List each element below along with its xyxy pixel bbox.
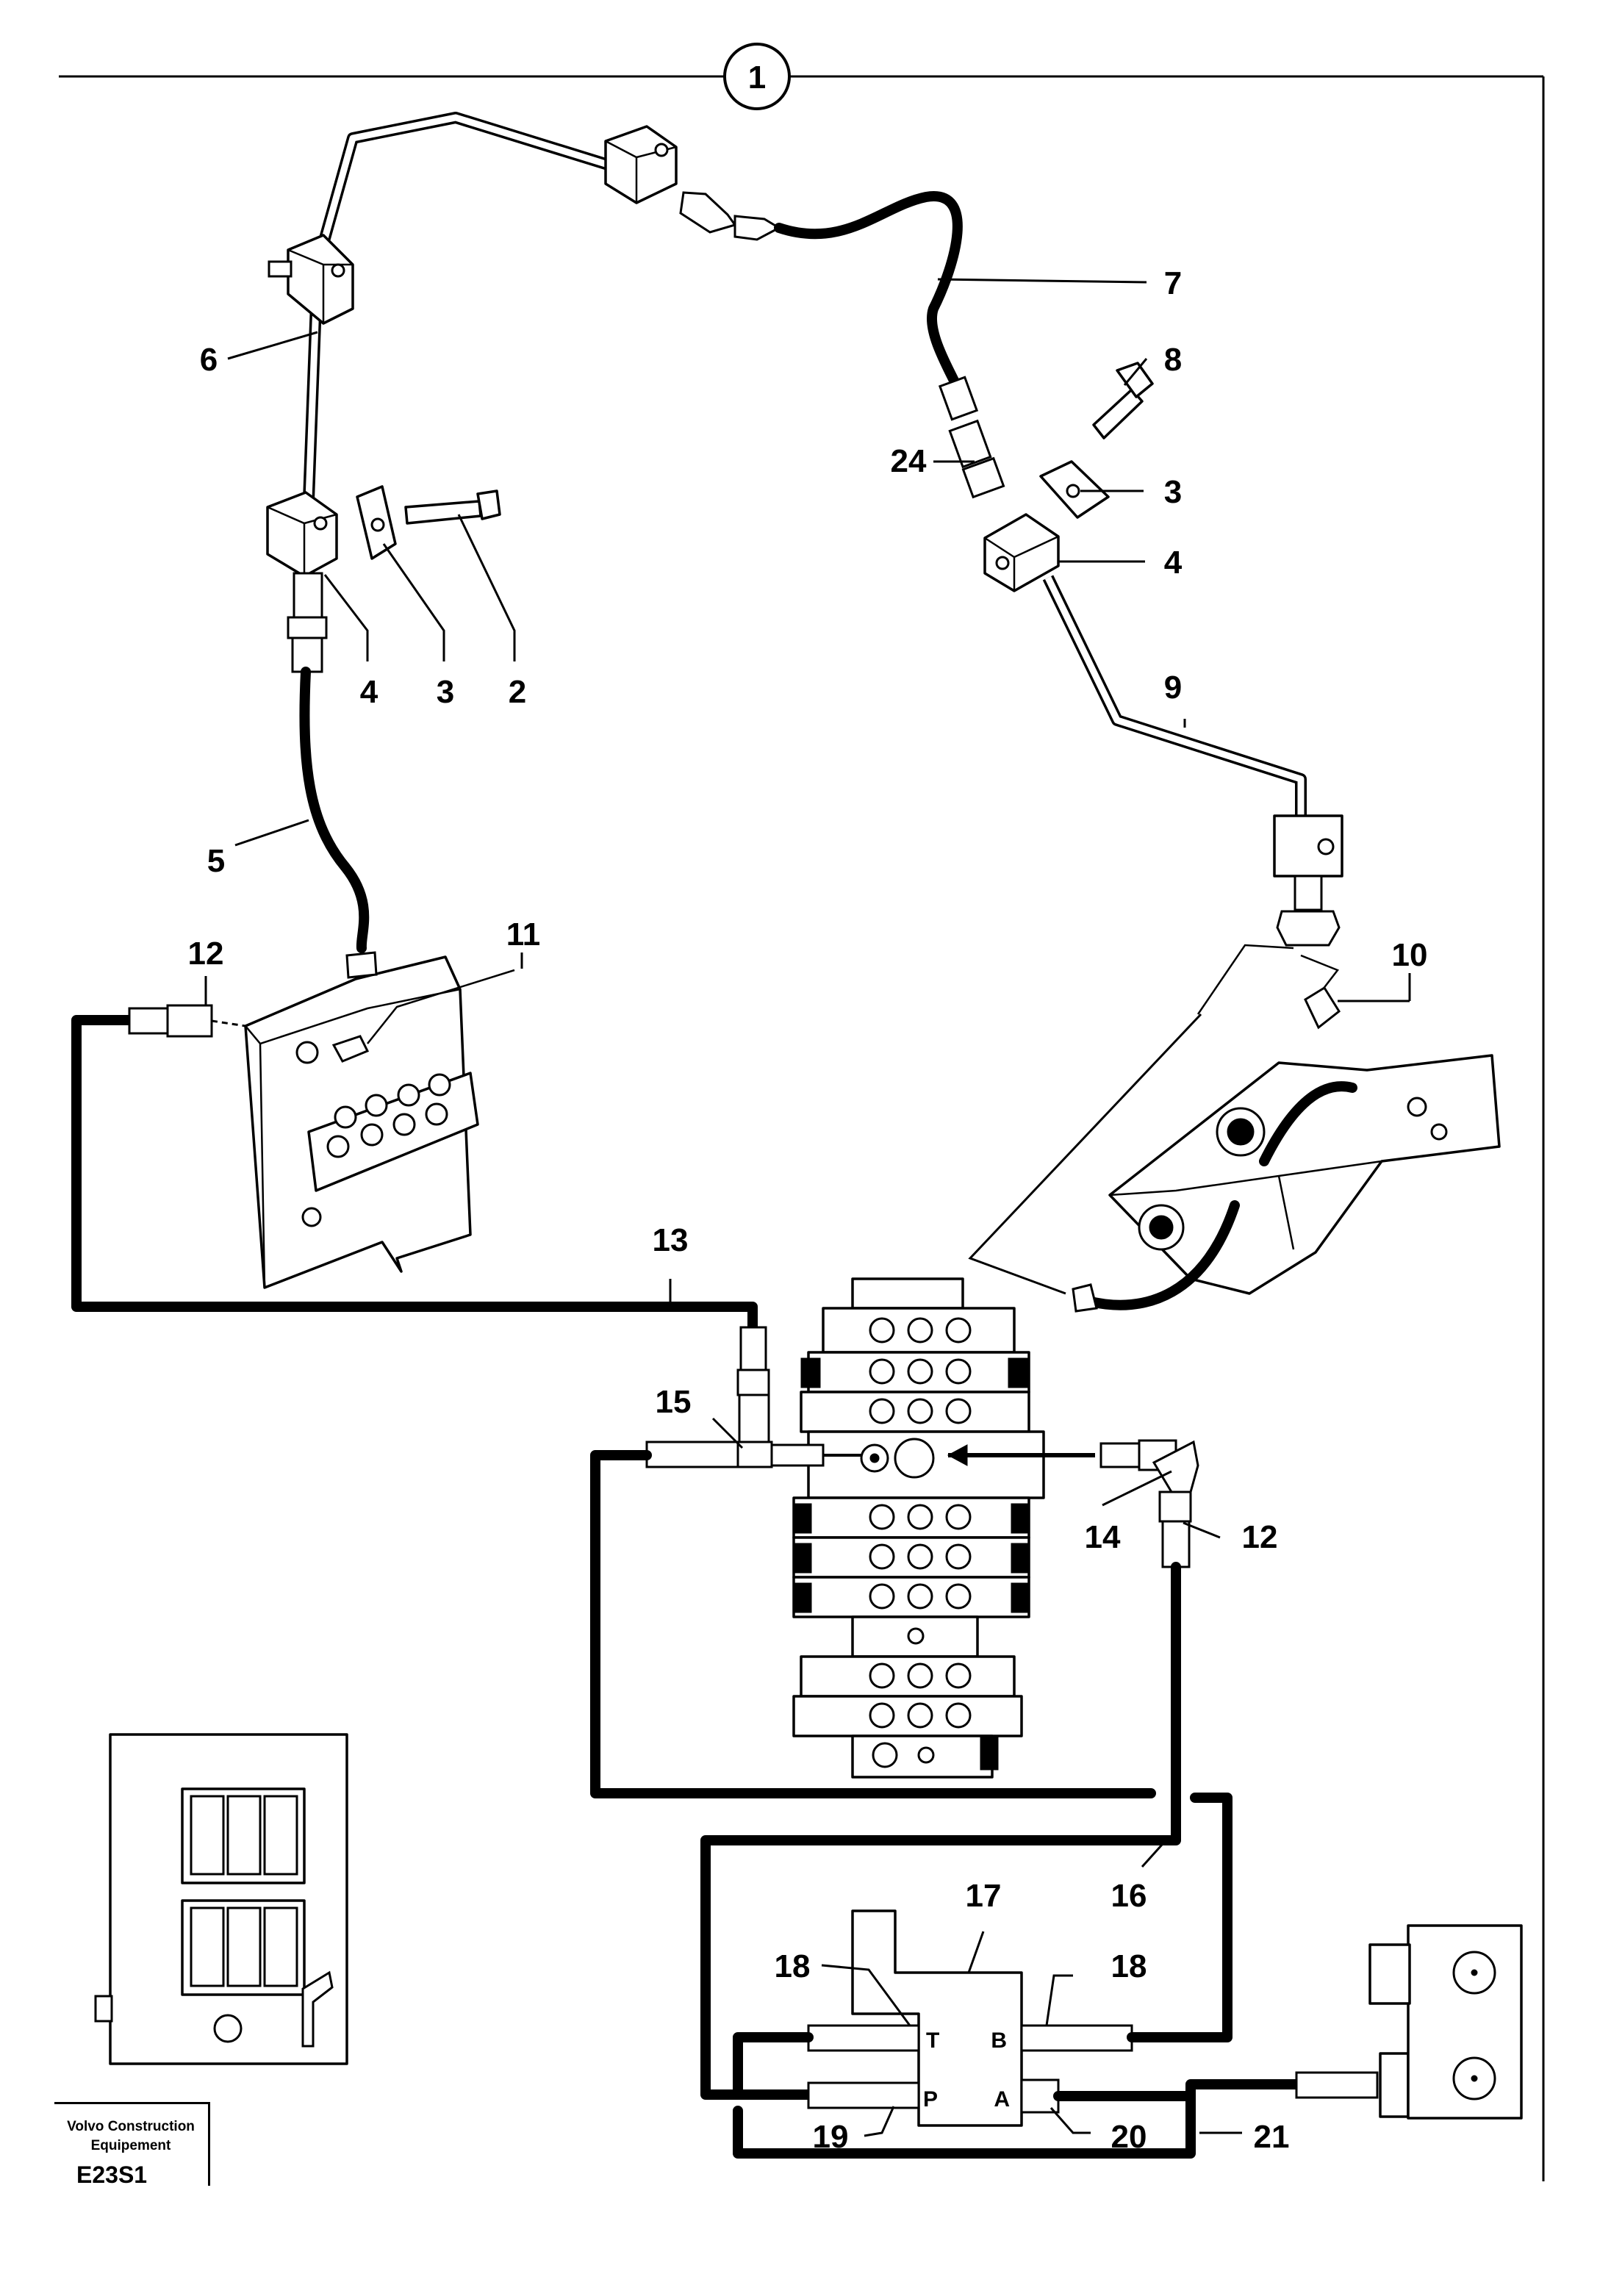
frame	[59, 75, 1545, 2181]
bolt-8	[1092, 362, 1154, 440]
callout-label: 2	[509, 674, 526, 710]
callout-label: 18	[1111, 1948, 1147, 1984]
callout-label: 18	[775, 1948, 811, 1984]
hose-5	[299, 667, 370, 953]
callout-label: 4	[360, 674, 378, 710]
frame-number: 1	[748, 60, 766, 96]
plate-3-right	[1039, 460, 1110, 519]
title-block: Volvo Construction Equipement E23S1	[54, 2102, 210, 2188]
callout-label: 20	[1111, 2119, 1147, 2155]
hose-13	[71, 1015, 770, 1396]
frame-number-badge: 1	[723, 43, 791, 110]
selector-valve-17: T P B A	[807, 1909, 1133, 2127]
callout-label: 8	[1164, 342, 1182, 378]
callout-label: 24	[891, 443, 927, 479]
callout-label: 21	[1254, 2119, 1290, 2155]
clamp-right-low	[1273, 814, 1343, 947]
port-t-label: T	[926, 2028, 939, 2053]
company-name: Volvo Construction Equipement	[67, 2119, 195, 2153]
hose-16	[700, 1562, 1181, 2100]
callout-label: 12	[188, 936, 224, 972]
fitting-12-left	[128, 1004, 246, 1038]
leader-lines	[204, 278, 1411, 2137]
drawing-code: E23S1	[76, 2162, 148, 2188]
hoses-valve-17	[733, 1793, 1302, 2159]
port-a-label: A	[994, 2087, 1010, 2112]
plate-3-left	[356, 485, 397, 560]
callout-label: 14	[1085, 1519, 1121, 1555]
quick-coupler	[968, 1013, 1501, 1313]
callout-label: 3	[437, 674, 454, 710]
callout-label: 12	[1242, 1519, 1278, 1555]
callout-label: 3	[1164, 474, 1182, 510]
callout-label: 6	[200, 342, 218, 378]
clamp-4-right	[983, 513, 1060, 592]
callout-label: 17	[966, 1878, 1002, 1914]
motor-unit	[1295, 1924, 1523, 2120]
port-p-label: P	[923, 2087, 938, 2112]
callout-label: 19	[813, 2119, 849, 2155]
pipe-9	[1042, 575, 1307, 816]
callout-label: 10	[1392, 937, 1428, 973]
pilot-control-block	[244, 951, 515, 1289]
port-b-label: B	[991, 2028, 1007, 2053]
bolt-2	[404, 489, 501, 525]
callout-label: 5	[207, 843, 225, 879]
callout-label: 9	[1164, 670, 1182, 706]
clamp-top-center	[604, 125, 678, 204]
callout-labels: 2 3 4 5 6 7 8 24 3 4 9 10 11 12 13 15 14…	[188, 265, 1428, 2155]
pipe-6	[303, 112, 642, 501]
fitting-24	[938, 376, 1005, 499]
tee-14	[947, 1439, 1199, 1568]
clamp-4-left	[266, 491, 338, 578]
clamp-upper-left	[268, 234, 354, 325]
callout-label: 11	[506, 916, 541, 953]
switch-panel	[94, 1733, 348, 2065]
callout-label: 7	[1164, 265, 1182, 301]
callout-label: 16	[1111, 1878, 1147, 1914]
hose-7	[774, 191, 963, 389]
callout-label: 13	[653, 1222, 689, 1258]
main-control-valve	[792, 1277, 1045, 1779]
callout-label: 4	[1164, 545, 1183, 581]
coupling-left	[287, 572, 328, 673]
hose-return-left	[590, 1450, 1156, 1798]
tee-15	[645, 1393, 861, 1468]
coupling-top	[679, 191, 782, 241]
callout-label: 15	[656, 1384, 692, 1420]
fitting-10	[1196, 944, 1341, 1030]
